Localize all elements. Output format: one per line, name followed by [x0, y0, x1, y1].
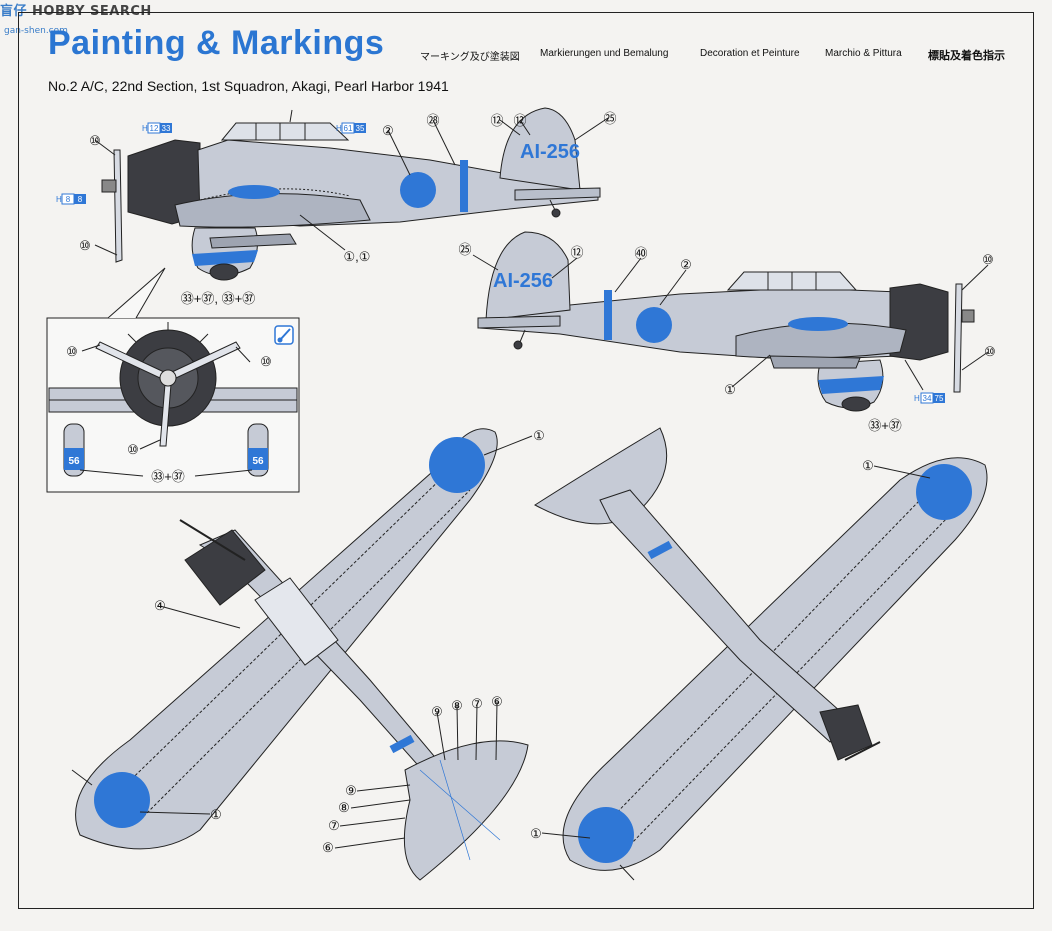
callout-1: ① [724, 382, 736, 397]
paint-chip-h8-8: H 8 8 [56, 193, 86, 205]
bomb-number-left: 56 [68, 456, 80, 467]
tail-code-left: AI-256 [520, 141, 580, 163]
callout-1: ① [530, 826, 542, 841]
callout-1-pair: ①,① [344, 249, 371, 264]
callout-6: ⑥ [322, 840, 334, 855]
paint-chip-prefix: H [142, 124, 148, 133]
paint-chip-h12-33: H 12 33 [142, 122, 172, 134]
callout-10: ⑩ [982, 252, 994, 267]
callout-10: ⑩ [260, 354, 272, 369]
callout-12: ⑫ [513, 113, 526, 128]
watermark-site: HOBBY SEARCH [32, 4, 152, 19]
callout-2: ② [680, 257, 692, 272]
paint-chip-h34-75: H 34 75 [914, 392, 945, 404]
watermark-brand: 盲仔 [0, 4, 28, 19]
callout-10: ⑩ [127, 442, 139, 457]
callout-10: ⑩ [89, 133, 101, 148]
aircraft-subtitle: No.2 A/C, 22nd Section, 1st Squadron, Ak… [48, 78, 449, 94]
paint-chip-code: 8 [78, 195, 83, 204]
left-side-view: AI-256 [94, 107, 609, 281]
callout-6: ⑥ [491, 694, 503, 709]
callout-33-37: ㉝+㊲ [151, 469, 185, 484]
paint-chip-prefix: H [914, 394, 920, 403]
callout-12: ⑫ [570, 245, 583, 260]
paint-chip-prefix: H [56, 195, 62, 204]
callout-40: ㊵ [634, 246, 647, 261]
title-german: Markierungen und Bemalung [540, 48, 669, 59]
callout-9: ⑨ [345, 783, 357, 798]
callout-25: ㉕ [603, 111, 616, 126]
paint-chip-code: 61 [344, 124, 353, 133]
callout-33-37: ㉝+㊲ [868, 418, 902, 433]
bottom-view-right [534, 427, 988, 881]
callout-7: ⑦ [471, 696, 483, 711]
paint-chip-code: 12 [150, 124, 159, 133]
callout-4: ④ [154, 598, 166, 613]
callout-1: ① [533, 428, 545, 443]
callout-10: ⑩ [79, 238, 91, 253]
callout-2: ② [382, 123, 394, 138]
watermark: 盲仔 HOBBY SEARCH [0, 0, 152, 19]
paint-chip-code: 35 [356, 124, 365, 133]
callout-8: ⑧ [451, 698, 463, 713]
title-chinese: 標貼及着色指示 [928, 49, 1005, 62]
watermark-url: gan-shen.com [4, 26, 68, 36]
callout-28: ㉘ [426, 113, 439, 128]
sheet-frame [18, 12, 1034, 909]
callout-7: ⑦ [328, 818, 340, 833]
paint-chip-code: 34 [923, 394, 932, 403]
callout-10: ⑩ [984, 344, 996, 359]
tail-code-right: AI-256 [493, 270, 553, 292]
title-japanese: マーキング及び塗装図 [420, 52, 520, 63]
paint-chip-code: 75 [935, 394, 944, 403]
callout-33-37-pair: ㉝+㊲, ㉝+㊲ [181, 291, 255, 306]
callout-9: ⑨ [431, 704, 443, 719]
bomb-number-right: 56 [252, 456, 264, 467]
callout-10: ⑩ [66, 344, 78, 359]
callout-1: ① [210, 807, 222, 822]
front-view-inset: 56 56 [46, 267, 300, 493]
paint-chip-prefix: H [336, 124, 342, 133]
title-italian: Marchio & Pittura [825, 48, 902, 59]
callout-12: ⑫ [490, 113, 503, 128]
paint-chip-h61-35: H 61 35 [336, 122, 366, 134]
right-side-view: AI-256 [472, 231, 989, 412]
callout-1: ① [862, 458, 874, 473]
paint-chip-code: 8 [66, 195, 71, 204]
title-french: Decoration et Peinture [700, 48, 800, 59]
paint-chip-code: 33 [162, 124, 171, 133]
top-view-left [71, 428, 533, 881]
callout-25: ㉕ [458, 242, 471, 257]
callout-8: ⑧ [338, 800, 350, 815]
page-title: Painting & Markings [48, 24, 385, 62]
